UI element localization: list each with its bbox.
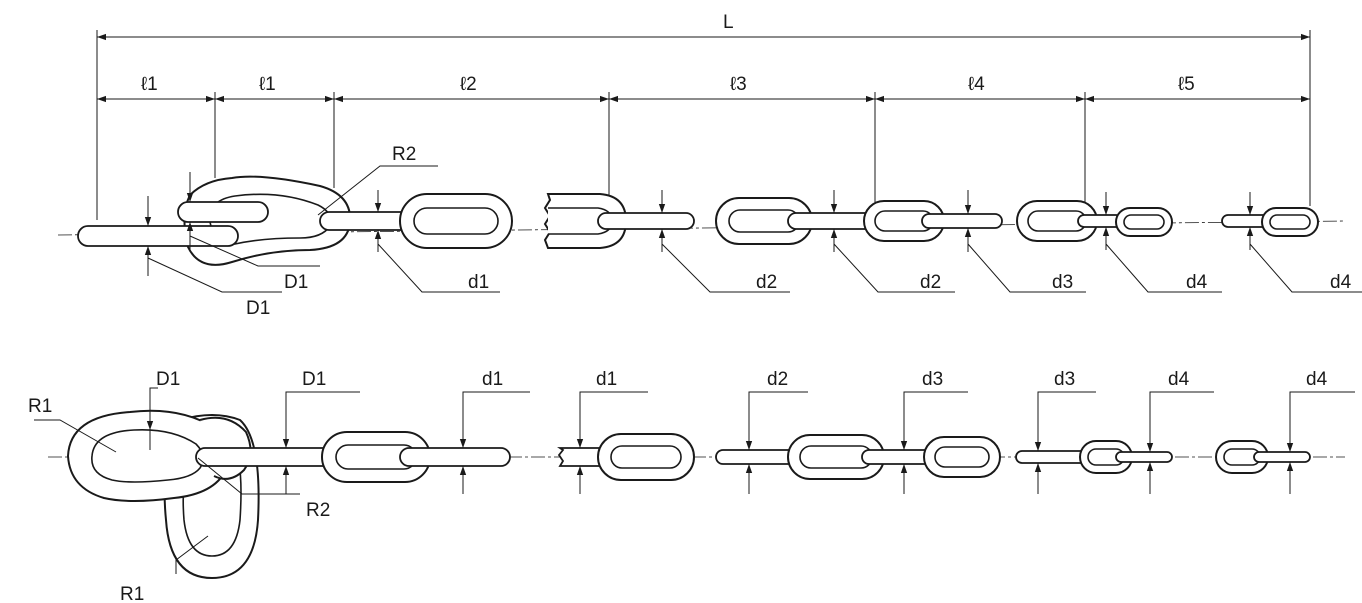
side-link-4-inner [934, 446, 990, 468]
end-link-inner [1269, 214, 1311, 230]
chain-bar-2 [597, 212, 695, 230]
callout-r2-side: R2 [306, 500, 330, 521]
callout-d3-side-b: d3 [1054, 369, 1075, 390]
callout-d1-top: d1 [468, 272, 489, 293]
side-master-link-inner [91, 428, 204, 483]
top-view: L ℓ1 ℓ1 ℓ2 ℓ3 ℓ4 ℓ5 [57, 12, 1362, 319]
sub-link-lower-bar [77, 225, 239, 247]
segment-label-l2: ℓ2 [460, 74, 477, 95]
segment-label-l1b: ℓ1 [259, 74, 276, 95]
callout-d4-side-b: d4 [1306, 369, 1328, 390]
callout-d1-side-left: D1 [156, 369, 180, 390]
side-link-2-inner [610, 445, 682, 469]
callout-d2-side: d2 [767, 369, 788, 390]
callout-d1-side-b: d1 [596, 369, 617, 390]
overall-length-label: L [723, 12, 734, 33]
chain-link-1-inner [413, 207, 499, 235]
callout-r2-top: R2 [392, 144, 416, 165]
callout-r1-bottom: R1 [120, 584, 144, 603]
top-extension-lines [96, 30, 1311, 220]
callout-d2-top-b: d2 [920, 272, 941, 293]
callout-d2-top-a: d2 [756, 272, 777, 293]
top-leader-lines [147, 165, 1362, 293]
callout-d1-lower: D1 [246, 298, 270, 319]
callout-d3-side-a: d3 [922, 369, 943, 390]
callout-d4-side-a: d4 [1168, 369, 1190, 390]
callout-d1-side-a: d1 [482, 369, 503, 390]
callout-r1-left: R1 [28, 396, 52, 417]
callout-d1-upper: D1 [284, 272, 308, 293]
segment-label-l3: ℓ3 [730, 74, 747, 95]
callout-d1-side: D1 [302, 369, 326, 390]
callout-d4-top-b: d4 [1330, 272, 1352, 293]
callout-d4-top-a: d4 [1186, 272, 1208, 293]
segment-label-l5: ℓ5 [1178, 74, 1195, 95]
sub-link-upper-bar [177, 201, 269, 223]
segment-label-l1a: ℓ1 [141, 74, 158, 95]
side-view: R1 D1 R2 R1 D1 d1 d1 d2 d3 d3 d4 d4 [28, 369, 1355, 603]
side-leader-lines [34, 387, 1355, 574]
chain-bar-4 [921, 213, 1003, 229]
chain-link-5-inner [1123, 214, 1165, 230]
top-thickness-arrows [144, 172, 1254, 276]
segment-label-l4: ℓ4 [968, 74, 985, 95]
side-end-bar [1253, 451, 1311, 463]
side-bar-6 [1115, 451, 1173, 463]
callout-d3-top: d3 [1052, 272, 1073, 293]
side-bar-2 [399, 447, 511, 467]
